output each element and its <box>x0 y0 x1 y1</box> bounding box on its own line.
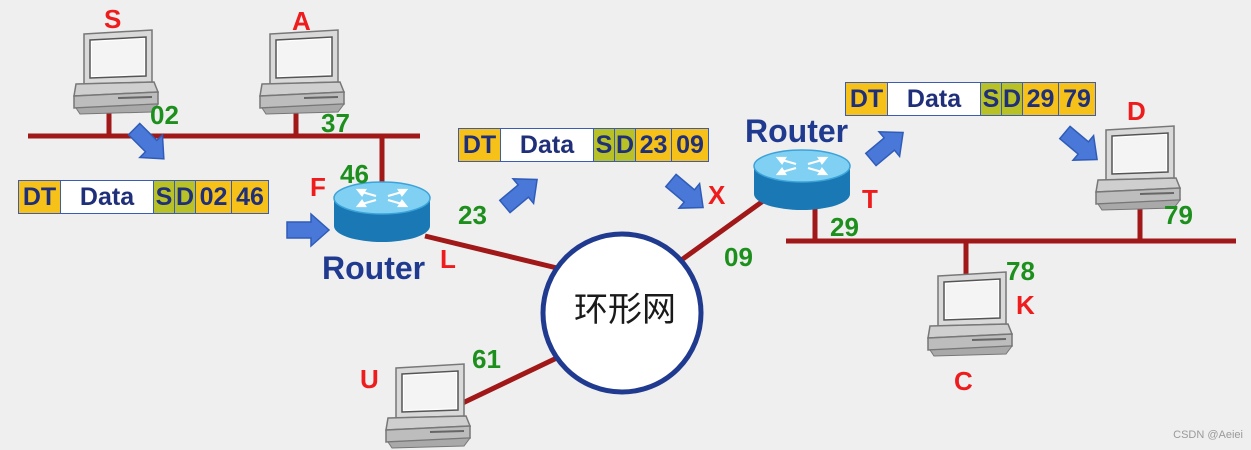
frame-addr-a: 23 <box>636 129 672 161</box>
port-router-left-ring: 23 <box>458 200 487 230</box>
router-left-label: Router <box>322 250 426 286</box>
frame-d: D <box>615 129 636 161</box>
packet-frame: DT Data S D 02 46 <box>18 180 269 214</box>
host-label-s: S <box>104 4 122 34</box>
frame-d: D <box>1002 83 1023 115</box>
frame-addr-b: 46 <box>232 181 268 213</box>
label-x: X <box>708 180 726 210</box>
frame-addr-b: 79 <box>1059 83 1095 115</box>
frame-addr-a: 29 <box>1023 83 1059 115</box>
computer-icon <box>927 271 1013 357</box>
label-f: F <box>310 172 326 202</box>
router-left-to-ring <box>424 233 558 271</box>
host-label-c: C <box>954 366 973 396</box>
port-router-right-ring: 09 <box>724 242 753 272</box>
port-s: 02 <box>150 100 179 130</box>
frame-data: Data <box>61 181 154 213</box>
frame-s: S <box>981 83 1002 115</box>
frame-addr-b: 09 <box>672 129 708 161</box>
label-k: K <box>1016 290 1035 320</box>
router-right-label: Router <box>745 113 849 149</box>
port-d: 79 <box>1164 200 1193 230</box>
port-c: 78 <box>1006 256 1035 286</box>
computer-icon <box>259 29 345 115</box>
ring-network <box>540 231 704 395</box>
ring-to-u <box>446 352 565 413</box>
port-router-left-lan: 46 <box>340 159 369 189</box>
packet-frame: DT Data S D 23 09 <box>458 128 709 162</box>
router-right-to-ring <box>678 193 772 264</box>
port-u: 61 <box>472 344 501 374</box>
computer-icon <box>73 29 159 115</box>
ring-label: 环形网 <box>574 290 676 330</box>
label-t: T <box>862 184 878 214</box>
router-icon <box>752 148 852 212</box>
frame-d: D <box>175 181 196 213</box>
port-a: 37 <box>321 108 350 138</box>
frame-data: Data <box>501 129 594 161</box>
frame-data: Data <box>888 83 981 115</box>
frame-dt: DT <box>459 129 501 161</box>
frame-addr-a: 02 <box>196 181 232 213</box>
router-icon <box>332 180 432 244</box>
computer-icon <box>385 363 471 449</box>
host-label-d: D <box>1127 96 1146 126</box>
frame-s: S <box>154 181 175 213</box>
frame-dt: DT <box>846 83 888 115</box>
frame-dt: DT <box>19 181 61 213</box>
port-router-right-lan: 29 <box>830 212 859 242</box>
host-label-a: A <box>292 6 311 36</box>
label-l: L <box>440 244 456 274</box>
packet-frame: DT Data S D 29 79 <box>845 82 1096 116</box>
frame-s: S <box>594 129 615 161</box>
arrow-icon <box>286 213 330 247</box>
watermark: CSDN @Aeiei <box>1173 429 1243 441</box>
host-label-u: U <box>360 364 379 394</box>
computer-icon <box>1095 125 1181 211</box>
